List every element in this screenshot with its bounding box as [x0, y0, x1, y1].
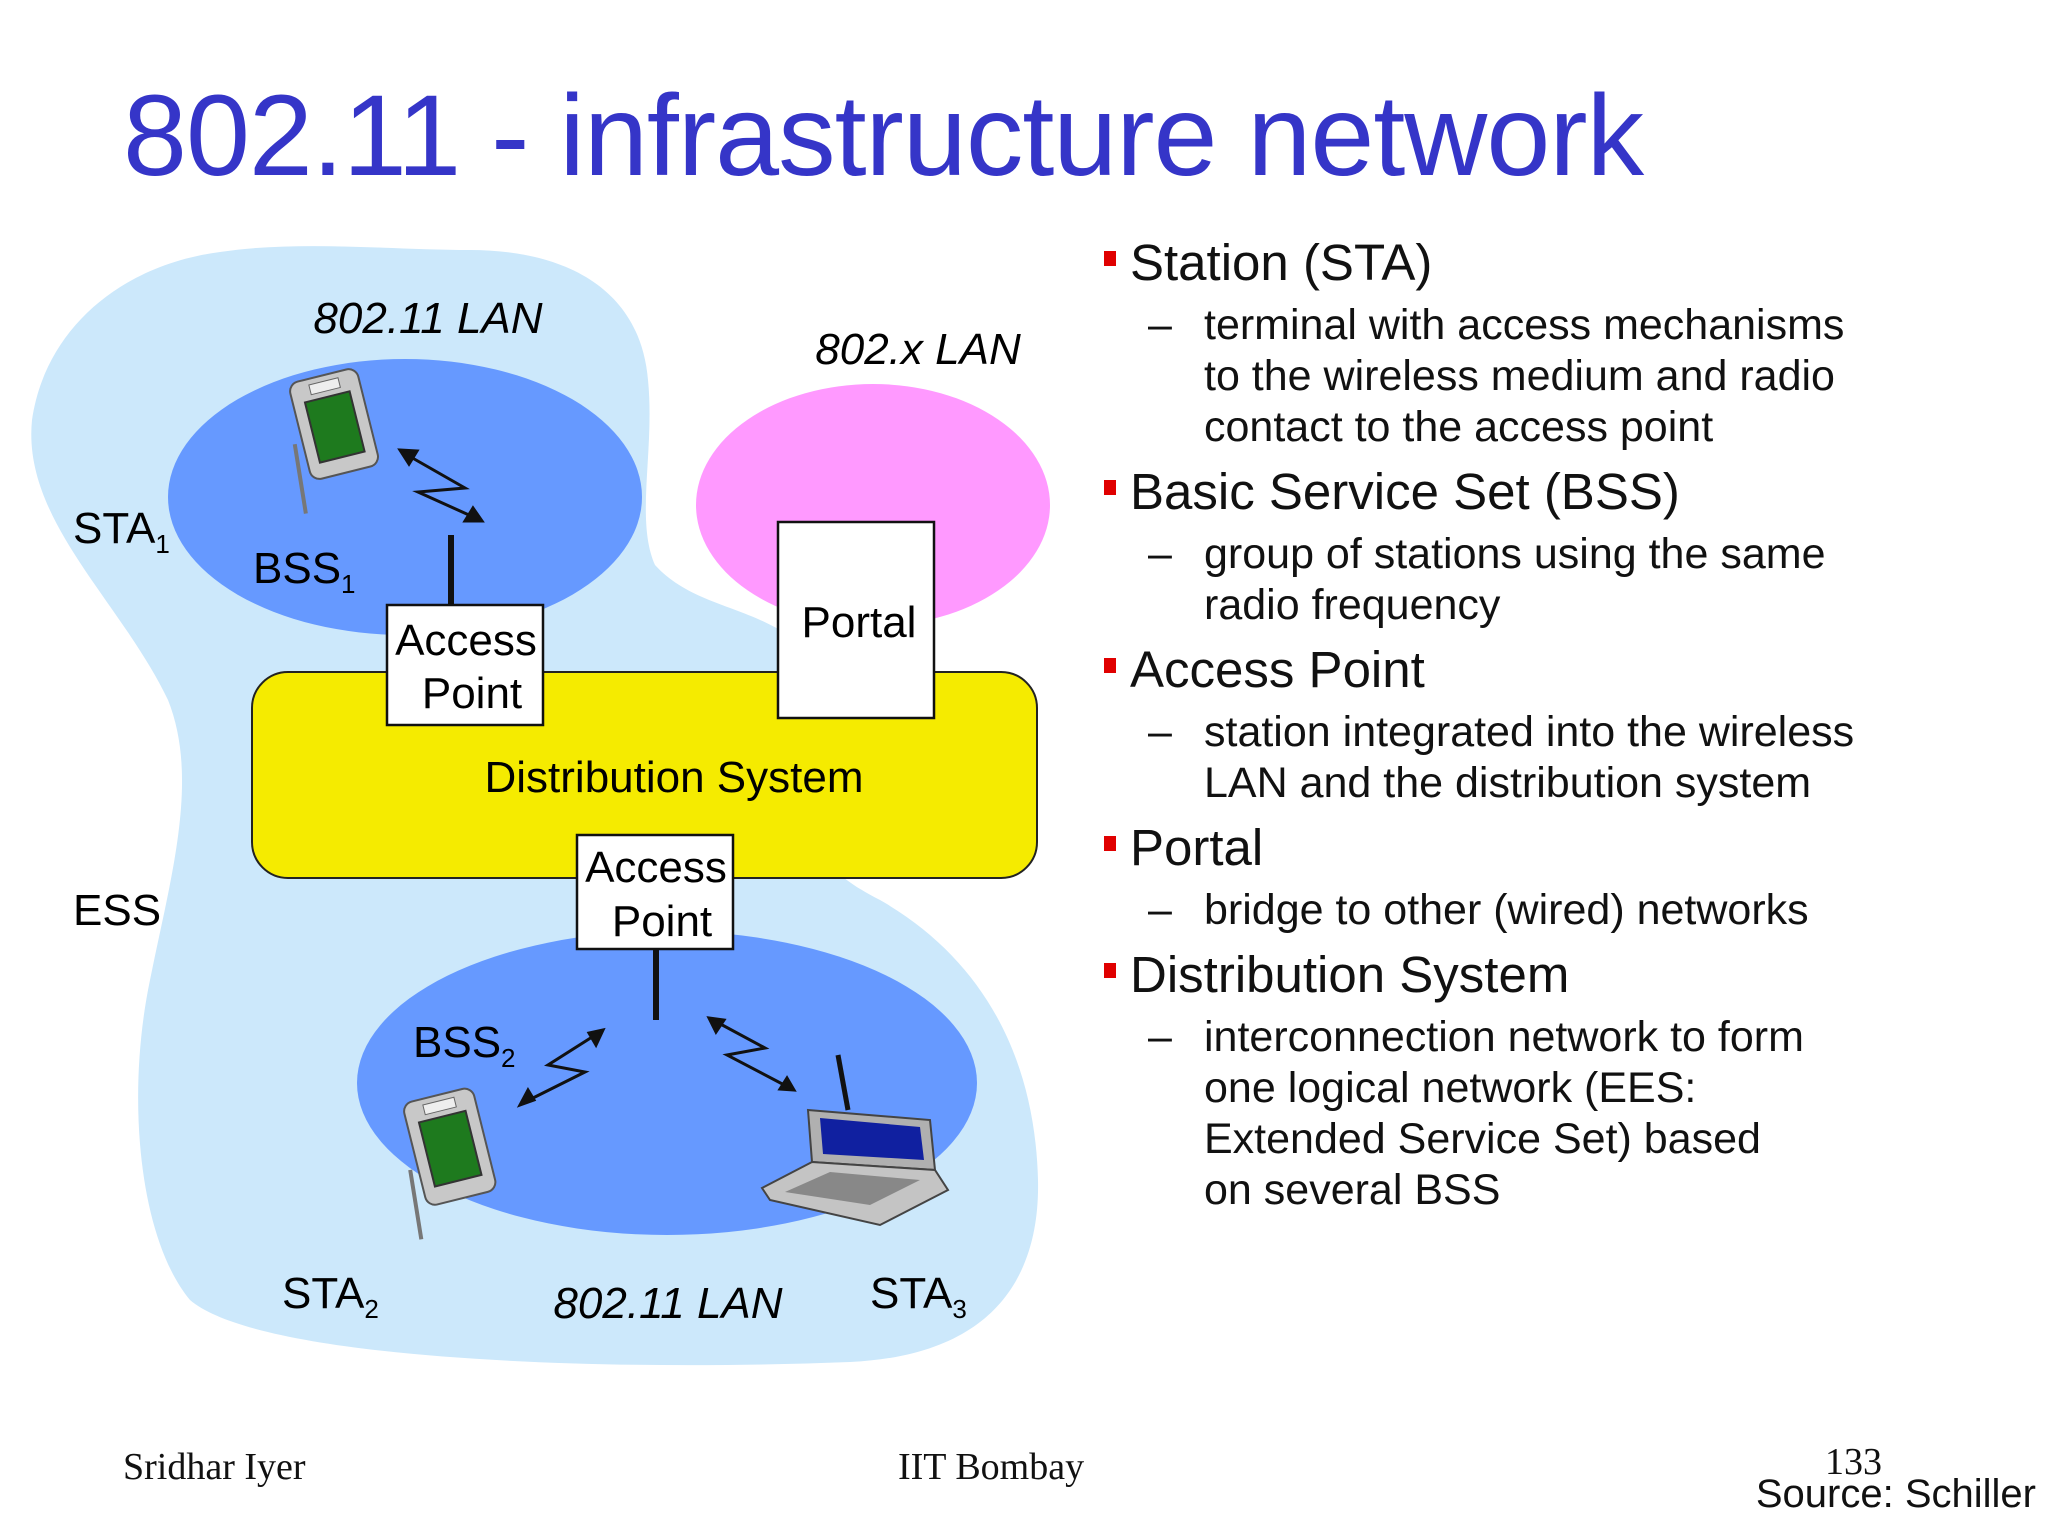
dash: –	[1148, 708, 1172, 756]
footer-page-number: 133	[1825, 1441, 1882, 1483]
bss2-label: BSS2	[413, 1018, 516, 1073]
access-point-bottom[interactable]	[575, 833, 735, 951]
portal-box[interactable]	[776, 520, 936, 720]
dash: –	[1148, 301, 1172, 349]
sta2-label: STA2	[282, 1269, 379, 1324]
bullet-description: – group of stations using the same radio…	[1148, 530, 1826, 629]
definition-distribution-system: Distribution System – interconnection ne…	[1104, 944, 2024, 1216]
footer-source: Source: Schiller	[1755, 1472, 2036, 1516]
access-point-bottom-line1: Access	[585, 843, 727, 892]
dash: –	[1148, 1013, 1172, 1061]
definitions-list: Station (STA) – terminal with access mec…	[1104, 232, 2024, 1224]
lan-top-label: 802.11 LAN	[313, 294, 542, 343]
dash: –	[1148, 886, 1172, 934]
bullet-title: Basic Service Set (BSS)	[1104, 461, 2024, 523]
bullet-description: – interconnection network to form one lo…	[1148, 1013, 1804, 1214]
distribution-system-label: Distribution System	[484, 753, 863, 802]
radio-link-icon	[706, 1016, 797, 1092]
radio-link-icon	[516, 1027, 606, 1108]
bullet-title: Distribution System	[1104, 944, 2024, 1006]
sta1-label: STA1	[73, 504, 170, 559]
definition-access-point: Access Point – station integrated into t…	[1104, 639, 2024, 809]
bullet-description: – terminal with access mechanisms to the…	[1148, 301, 1845, 451]
lan-bottom-label: 802.11 LAN	[553, 1279, 782, 1328]
access-point-top[interactable]	[385, 603, 545, 727]
access-point-top-line2: Point	[422, 669, 522, 718]
access-point-bottom-line2: Point	[612, 897, 712, 946]
footer-institution: IIT Bombay	[898, 1446, 1085, 1488]
access-point-top-line1: Access	[395, 616, 537, 665]
sta3-label: STA3	[870, 1269, 967, 1324]
bss1-label: BSS1	[253, 544, 356, 599]
radio-link-icon	[397, 448, 485, 523]
bullet-title: Station (STA)	[1104, 232, 2024, 294]
definition-portal: Portal – bridge to other (wired) network…	[1104, 817, 2024, 936]
bss1-ellipse	[168, 359, 642, 635]
ess-label: ESS	[73, 886, 161, 935]
definition-bss: Basic Service Set (BSS) – group of stati…	[1104, 461, 2024, 631]
dash: –	[1148, 530, 1172, 578]
bullet-title: Access Point	[1104, 639, 2024, 701]
portal-label: Portal	[802, 598, 917, 647]
bullet-description: – station integrated into the wireless L…	[1148, 708, 1855, 807]
lan-x-label: 802.x LAN	[815, 325, 1021, 374]
pda-device-icon	[289, 368, 379, 514]
definition-station: Station (STA) – terminal with access mec…	[1104, 232, 2024, 453]
slide-title: 802.11 - infrastructure network	[123, 72, 1644, 200]
pda-device-icon	[403, 1087, 497, 1240]
bullet-title: Portal	[1104, 817, 2024, 879]
laptop-icon	[760, 1054, 950, 1227]
footer-author: Sridhar Iyer	[123, 1446, 306, 1488]
bullet-description: – bridge to other (wired) networks	[1148, 886, 1809, 934]
